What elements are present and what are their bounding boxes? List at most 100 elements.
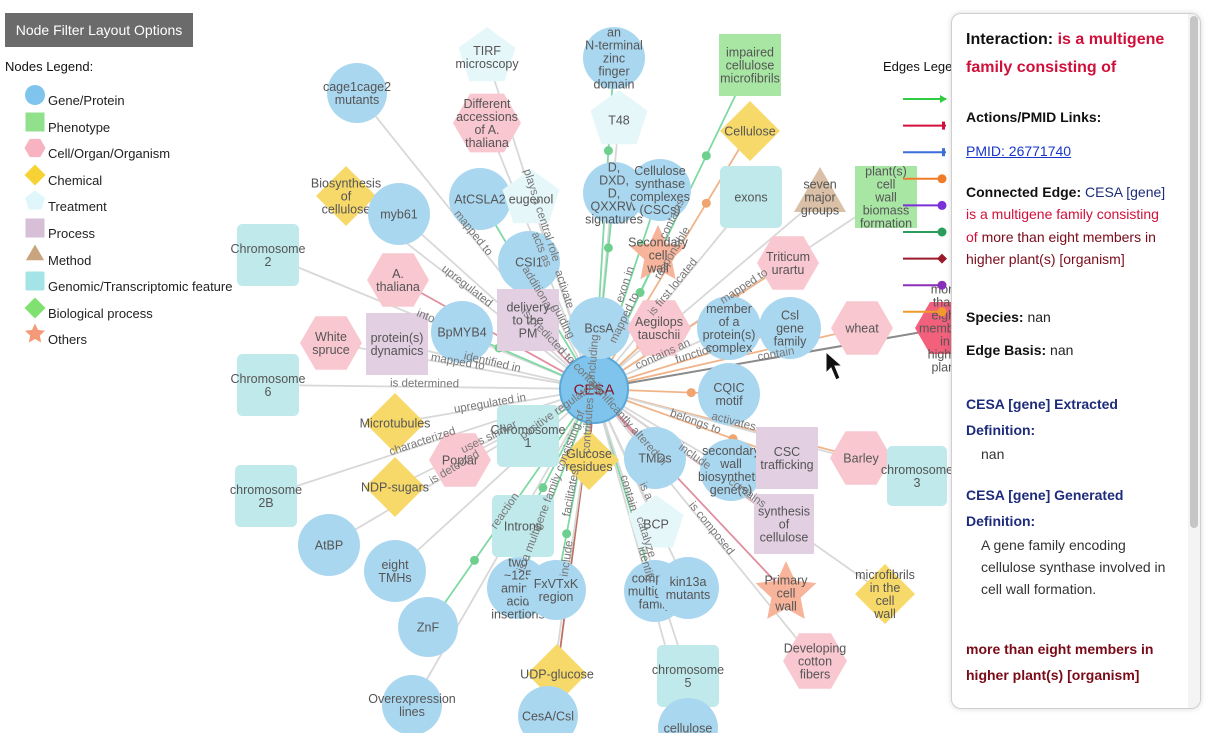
edges-legend-title: Edges Lege xyxy=(883,59,953,74)
graph-node[interactable]: myb61 xyxy=(368,183,430,245)
legend-label: Others xyxy=(48,332,88,348)
graph-node[interactable]: NDP-sugars xyxy=(361,457,429,517)
graph-node[interactable]: AtCSLA2 xyxy=(449,168,511,230)
graph-node[interactable]: AtBP xyxy=(298,514,360,576)
graph-edge[interactable] xyxy=(593,196,821,390)
graph-node[interactable]: Cellulose xyxy=(720,101,780,161)
graph-node[interactable]: eugenol xyxy=(502,169,560,224)
panel-scrollbar[interactable] xyxy=(1188,14,1200,708)
graph-edge[interactable] xyxy=(398,213,595,390)
graph-edge[interactable] xyxy=(397,279,595,390)
organism-definition: more than eight members in higher plant(… xyxy=(966,640,1154,683)
graph-node[interactable]: wheat xyxy=(831,301,893,355)
legend-label: Treatment xyxy=(48,199,107,215)
graph-node-label: protein(s)dynamics xyxy=(371,331,424,358)
edge-source[interactable]: CESA [gene] xyxy=(1085,183,1166,200)
graph-edge[interactable] xyxy=(593,388,816,662)
connected-edge-section: Connected Edge: CESA [gene] is a multige… xyxy=(966,183,1166,267)
triangle-icon xyxy=(25,244,45,260)
pmid-link[interactable]: PMID: 26771740 xyxy=(966,143,1072,160)
graph-edge[interactable] xyxy=(593,388,787,594)
edge-target[interactable]: more than eight members in higher plant(… xyxy=(966,228,1156,267)
graph-node[interactable]: BCP xyxy=(628,495,684,548)
interaction-info-panel[interactable]: Interaction: is a multigene family consi… xyxy=(951,13,1201,709)
graph-node[interactable]: TMDs xyxy=(624,427,686,489)
graph-node-label: exons xyxy=(734,190,767,204)
graph-node-center[interactable]: CESA xyxy=(559,354,629,424)
graph-edge[interactable] xyxy=(593,196,752,390)
edge-legend-marker xyxy=(937,307,947,317)
graph-node[interactable]: BpMYB4 xyxy=(431,301,493,363)
graph-node[interactable]: CesA/Csl xyxy=(518,686,578,733)
graph-node[interactable]: Microtubules xyxy=(360,393,431,453)
graph-node[interactable]: CSI1 xyxy=(498,231,560,293)
graph-node[interactable]: Poplar xyxy=(429,433,491,487)
graph-node[interactable]: A.thaliana xyxy=(367,253,429,307)
star-icon xyxy=(25,323,45,343)
graph-edge[interactable] xyxy=(267,254,595,390)
graph-node[interactable]: Introns xyxy=(492,495,554,557)
panel-scrollbar-thumb[interactable] xyxy=(1190,16,1198,528)
graph-edge[interactable] xyxy=(394,388,595,572)
node-filter-layout-options-button[interactable]: Node Filter Layout Options xyxy=(5,13,193,47)
graph-node[interactable]: exons xyxy=(720,166,782,228)
graph-edge[interactable] xyxy=(394,388,595,488)
graph-node[interactable]: Barley xyxy=(830,431,892,485)
graph-node-label: myb61 xyxy=(380,207,418,221)
graph-node-label: cellulose xyxy=(664,721,713,733)
graph-node-label: Microtubules xyxy=(360,416,431,430)
graph-edge[interactable] xyxy=(593,388,689,589)
graph-node-label: Introns xyxy=(504,519,542,533)
graph-node[interactable]: BcsA xyxy=(568,297,630,359)
graph-node[interactable]: protein(s)dynamics xyxy=(366,313,428,375)
graph-edge[interactable] xyxy=(593,262,789,390)
graph-node[interactable]: ZnF xyxy=(398,597,458,657)
edge-end-dot xyxy=(603,146,613,156)
graph-edge[interactable] xyxy=(267,384,595,390)
edge-label: is composed xyxy=(686,500,736,558)
graph-node[interactable]: cellulose xyxy=(658,698,718,733)
graph-node[interactable]: T48 xyxy=(590,90,648,145)
